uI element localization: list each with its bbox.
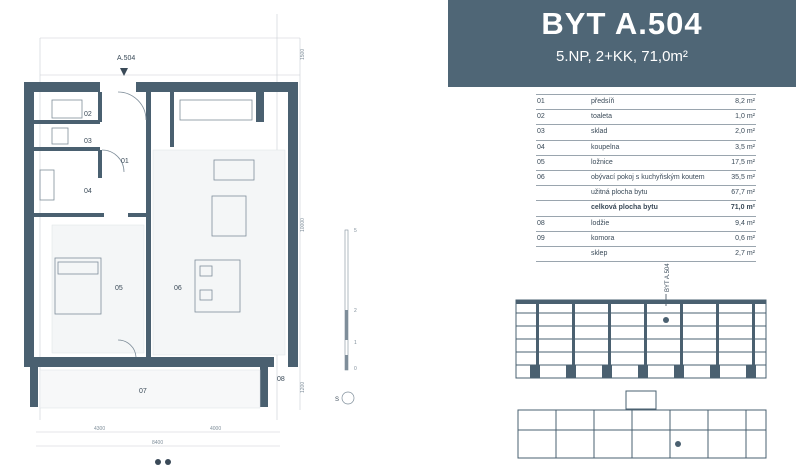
location-label: BYT A.504 — [665, 263, 671, 292]
scale-bar: 5 2 1 0 S — [335, 228, 357, 405]
entry-label: A.504 — [117, 55, 135, 62]
location-diagram: BYT A.504 — [515, 263, 767, 459]
room-label-03: 03 — [84, 138, 92, 145]
dim-top: 1500 — [300, 49, 306, 60]
scale-tick-zero: 0 — [354, 366, 357, 372]
unit-header: BYT A.504 5.NP, 2+KK, 71,0m² — [448, 0, 796, 87]
room-label-07: 07 — [139, 388, 147, 395]
scale-tick-5: 5 — [354, 228, 357, 234]
dim-right-width: 4000 — [210, 426, 221, 432]
dim-bottom: 1200 — [300, 382, 306, 393]
dim-height: 10000 — [300, 218, 306, 232]
room-label-04: 04 — [84, 188, 92, 195]
room-label-06: 06 — [174, 285, 182, 292]
dim-left-width: 4300 — [94, 426, 105, 432]
floor-plan: A.504 02 03 01 04 05 06 07 08 1500 10000… — [24, 14, 306, 465]
room-label-08: 08 — [277, 376, 285, 383]
unit-title: BYT A.504 — [541, 6, 703, 41]
room-label-02: 02 — [84, 111, 92, 118]
scale-tick-1: 1 — [354, 340, 357, 346]
dim-total-width: 8400 — [152, 440, 163, 446]
unit-subtitle: 5.NP, 2+KK, 71,0m² — [556, 48, 688, 65]
north-arrow-label: S — [335, 397, 339, 403]
room-label-05: 05 — [115, 285, 123, 292]
room-label-01: 01 — [121, 158, 129, 165]
scale-tick-2: 2 — [354, 308, 357, 314]
